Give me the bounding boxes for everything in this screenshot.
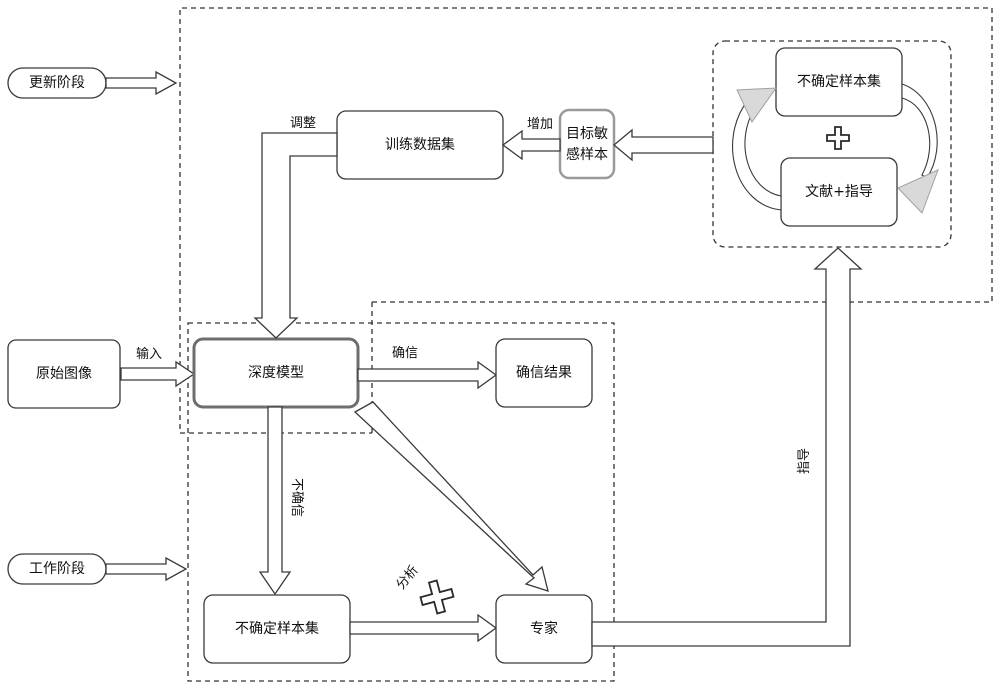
combine-plus-icon <box>827 127 849 149</box>
guide-arrow <box>592 248 861 646</box>
model-to-expert-arrow <box>355 402 548 591</box>
uncertain-set-bottom-label: 不确定样本集 <box>235 620 319 637</box>
analyze-arrow <box>350 615 496 641</box>
cycle-to-target-arrow <box>614 130 713 160</box>
cycle-right-arrowhead <box>898 170 938 213</box>
cycle-left-curve <box>733 100 781 210</box>
expert-label: 专家 <box>530 620 558 637</box>
target-sensitive-label-line2: 感样本 <box>566 146 608 163</box>
literature-guide-label: 文献+指导 <box>805 184 873 200</box>
cycle-right-curve <box>902 84 937 178</box>
uncertain-arrow <box>260 407 290 594</box>
confident-result-label: 确信结果 <box>516 365 572 381</box>
original-image-label: 原始图像 <box>36 366 92 382</box>
update-stage-label: 更新阶段 <box>29 75 85 91</box>
deep-model-label: 深度模型 <box>248 365 304 381</box>
uncertain-set-top-label: 不确定样本集 <box>797 73 881 90</box>
input-arrow <box>121 362 194 386</box>
adjust-label: 调整 <box>290 116 316 131</box>
analyze-plus-icon <box>417 577 456 616</box>
confident-label: 确信 <box>392 346 418 361</box>
add-label: 增加 <box>527 117 553 132</box>
work-stage-label: 工作阶段 <box>29 561 85 577</box>
guide-label: 指导 <box>797 448 812 474</box>
add-arrow <box>503 131 560 159</box>
uncertain-label: 不确信 <box>289 478 304 517</box>
work-stage-arrow <box>106 558 186 580</box>
training-set-label: 训练数据集 <box>385 136 455 153</box>
confident-arrow <box>358 362 496 388</box>
target-sensitive-label-line1: 目标敏 <box>566 126 608 142</box>
input-label: 输入 <box>136 346 162 362</box>
update-stage-arrow <box>106 72 176 94</box>
adjust-arrow <box>255 133 337 338</box>
target-sensitive-node <box>560 110 614 178</box>
analyze-label: 分析 <box>394 563 422 593</box>
